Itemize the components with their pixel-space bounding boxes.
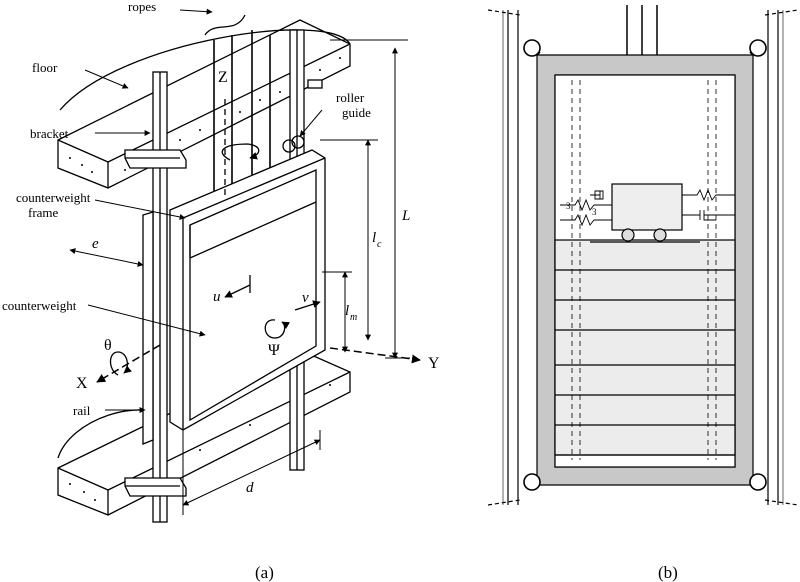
caption-a: (a) [255,563,274,582]
symbol-u: u [213,289,221,305]
label-floor: floor [32,60,58,75]
symbol-lc: l c [372,230,382,250]
symbol-Z: Z [218,69,228,86]
rotation-psi [264,319,291,339]
counterweight-frame [169,149,326,431]
symbol-d: d [246,480,254,496]
dim-lm [322,271,352,353]
symbol-Y: Y [428,355,440,372]
rotation-z [221,143,260,161]
spring-mark-1: 3 [566,201,571,211]
bracket-top [124,149,187,169]
symbol-lm-main: l [345,303,349,319]
car-mass [611,183,683,231]
leader-lines [84,8,323,413]
dim-lc [320,139,378,341]
bracket-right [307,79,323,89]
roller-guide [282,135,305,153]
symbol-v: v [302,290,309,306]
arrow-v [294,300,321,311]
label-guide: guide [342,105,371,120]
wheel-left [621,228,635,242]
bracket-bottom [124,477,187,497]
label-rail: rail [73,403,91,418]
symbol-lc-main: l [372,230,376,246]
rail-front [142,71,168,523]
label-bracket: bracket [30,126,69,141]
label-counterweight-frame-1: counterweight [16,190,91,205]
label-counterweight: counterweight [2,298,77,313]
symbol-X: X [76,375,88,392]
floor-outline-top [59,29,351,111]
symbol-theta: θ [104,337,112,354]
symbol-lm: l m [345,303,357,323]
arrow-u [224,284,251,298]
weight-stack [554,239,736,456]
springs-right [682,188,735,221]
symbol-psi: Ψ [268,342,280,359]
panel-b-drawing: 3 3 [487,5,799,506]
dim-d [182,430,321,515]
axis-x [96,344,161,383]
guide-dashed-lines [571,80,717,460]
spring-mark-2: 3 [592,207,597,217]
symbol-e: e [92,236,99,252]
label-roller: roller [336,90,365,105]
label-ropes: ropes [128,0,156,14]
dim-e [69,248,144,267]
symbol-lc-sub: c [377,239,382,250]
panel-a-drawing [57,8,421,523]
top-floor-slab [57,19,351,189]
ropes [213,30,271,195]
shaft-left-rail [487,9,521,506]
rope-break-mark [204,14,246,36]
panel-a-labels: ropes floor bracket roller guide counter… [2,0,440,582]
roller-guides-b [523,39,767,491]
wheel-right [653,228,667,242]
shaft-right-rail [764,9,799,506]
caption-b: (b) [658,563,678,582]
rotation-theta [109,351,132,376]
symbol-L: L [401,208,410,224]
label-counterweight-frame-2: frame [28,205,59,220]
dim-L [330,39,410,359]
ropes-b [626,5,658,58]
symbol-lm-sub: m [350,312,357,323]
springs-left [560,190,612,227]
